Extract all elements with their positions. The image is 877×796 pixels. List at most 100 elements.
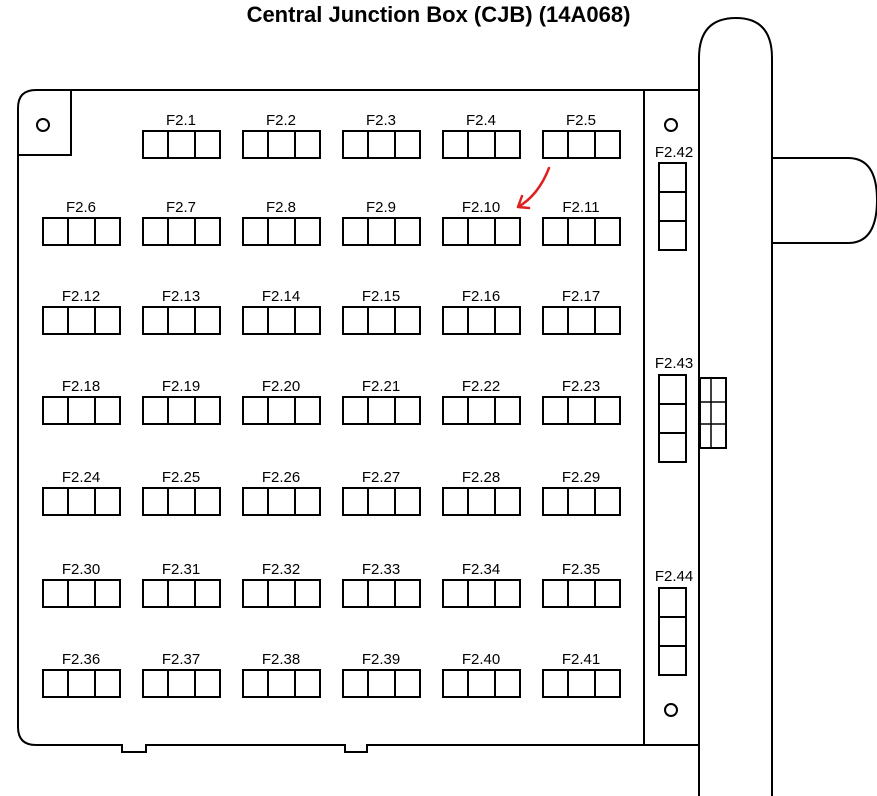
fuse-slot — [42, 579, 121, 608]
fuse-F2-2: F2.2 — [242, 112, 321, 159]
fuse-label: F2.15 — [362, 288, 400, 305]
fuse-label: F2.5 — [566, 112, 596, 129]
fuse-label: F2.30 — [62, 561, 100, 578]
fuse-F2-39: F2.39 — [342, 651, 421, 698]
fuse-slot — [142, 669, 221, 698]
fuse-F2-5: F2.5 — [542, 112, 621, 159]
fuse-slot — [242, 669, 321, 698]
fuse-slot — [658, 374, 687, 463]
fuse-label: F2.36 — [62, 651, 100, 668]
mounting-hole-bottom-right — [664, 703, 678, 717]
fuse-slot — [442, 396, 521, 425]
fuse-F2-8: F2.8 — [242, 199, 321, 246]
fuse-F2-7: F2.7 — [142, 199, 221, 246]
fuse-slot — [242, 130, 321, 159]
relay-block — [699, 377, 727, 449]
fuse-slot — [442, 579, 521, 608]
fuse-slot — [342, 130, 421, 159]
fuse-slot — [342, 396, 421, 425]
fuse-F2-42: F2.42 — [655, 144, 693, 251]
fuse-F2-36: F2.36 — [42, 651, 121, 698]
fuse-slot — [142, 217, 221, 246]
housing-outline — [17, 89, 700, 753]
fuse-slot — [542, 669, 621, 698]
fuse-F2-41: F2.41 — [542, 651, 621, 698]
fuse-label: F2.37 — [162, 651, 200, 668]
fuse-slot — [342, 579, 421, 608]
fuse-F2-16: F2.16 — [442, 288, 521, 335]
fuse-label: F2.33 — [362, 561, 400, 578]
fuse-F2-17: F2.17 — [542, 288, 621, 335]
fuse-slot — [142, 487, 221, 516]
fuse-F2-6: F2.6 — [42, 199, 121, 246]
fuse-slot — [542, 217, 621, 246]
fuse-slot — [242, 306, 321, 335]
fuse-F2-9: F2.9 — [342, 199, 421, 246]
fuse-F2-44: F2.44 — [655, 568, 693, 676]
fuse-F2-26: F2.26 — [242, 469, 321, 516]
fuse-label: F2.4 — [466, 112, 496, 129]
fuse-label: F2.18 — [62, 378, 100, 395]
fuse-label: F2.2 — [266, 112, 296, 129]
fuse-slot — [442, 669, 521, 698]
fuse-label: F2.3 — [366, 112, 396, 129]
fuse-F2-12: F2.12 — [42, 288, 121, 335]
fuse-F2-40: F2.40 — [442, 651, 521, 698]
fuse-slot — [42, 306, 121, 335]
fuse-label: F2.19 — [162, 378, 200, 395]
fuse-label: F2.10 — [462, 199, 500, 216]
fuse-label: F2.7 — [166, 199, 196, 216]
fuse-F2-1: F2.1 — [142, 112, 221, 159]
fuse-label: F2.6 — [66, 199, 96, 216]
fuse-label: F2.32 — [262, 561, 300, 578]
fuse-label: F2.42 — [655, 144, 693, 161]
connector-rail — [698, 16, 773, 796]
fuse-F2-35: F2.35 — [542, 561, 621, 608]
mounting-hole-left — [36, 118, 50, 132]
fuse-F2-19: F2.19 — [142, 378, 221, 425]
fuse-F2-32: F2.32 — [242, 561, 321, 608]
fuse-slot — [242, 579, 321, 608]
fuse-F2-4: F2.4 — [442, 112, 521, 159]
fuse-F2-27: F2.27 — [342, 469, 421, 516]
mounting-tab — [18, 90, 72, 156]
fuse-label: F2.14 — [262, 288, 300, 305]
fuse-slot — [242, 487, 321, 516]
fuse-label: F2.13 — [162, 288, 200, 305]
diagram-title: Central Junction Box (CJB) (14A068) — [246, 2, 631, 27]
fuse-label: F2.21 — [362, 378, 400, 395]
fuse-slot — [342, 217, 421, 246]
fuse-F2-10: F2.10 — [442, 199, 521, 246]
fuse-F2-23: F2.23 — [542, 378, 621, 425]
fuse-F2-22: F2.22 — [442, 378, 521, 425]
fuse-F2-37: F2.37 — [142, 651, 221, 698]
fuse-slot — [442, 306, 521, 335]
fuse-slot — [42, 217, 121, 246]
fuse-F2-18: F2.18 — [42, 378, 121, 425]
fuse-label: F2.22 — [462, 378, 500, 395]
fuse-slot — [542, 396, 621, 425]
fuse-label: F2.9 — [366, 199, 396, 216]
fuse-slot — [658, 162, 687, 251]
fuse-slot — [442, 217, 521, 246]
fuse-slot — [242, 217, 321, 246]
fuse-label: F2.39 — [362, 651, 400, 668]
fuse-slot — [542, 487, 621, 516]
fuse-slot — [142, 130, 221, 159]
fuse-F2-30: F2.30 — [42, 561, 121, 608]
fuse-slot — [142, 579, 221, 608]
fuse-F2-13: F2.13 — [142, 288, 221, 335]
fuse-label: F2.31 — [162, 561, 200, 578]
fuse-label: F2.26 — [262, 469, 300, 486]
fuse-label: F2.28 — [462, 469, 500, 486]
fuse-slot — [142, 396, 221, 425]
fuse-label: F2.43 — [655, 355, 693, 372]
fuse-label: F2.16 — [462, 288, 500, 305]
fuse-label: F2.27 — [362, 469, 400, 486]
fuse-F2-25: F2.25 — [142, 469, 221, 516]
fuse-label: F2.44 — [655, 568, 693, 585]
fuse-F2-33: F2.33 — [342, 561, 421, 608]
